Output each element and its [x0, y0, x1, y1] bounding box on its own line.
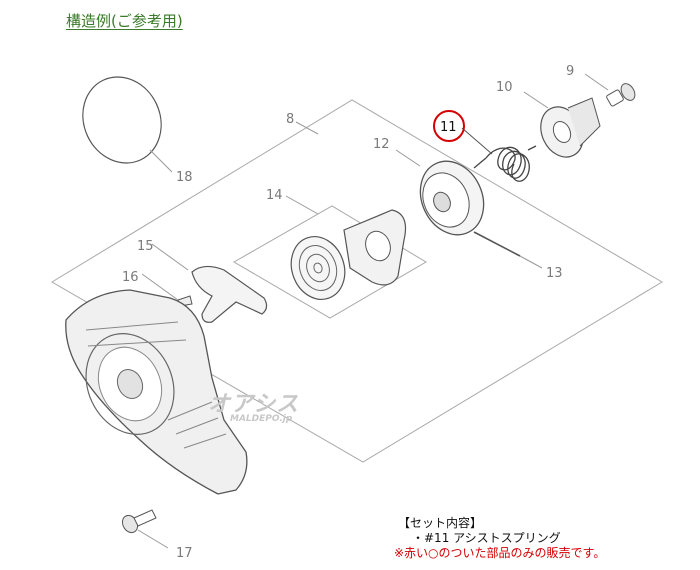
watermark-main: オアシス [208, 392, 300, 417]
set-contents-item: ・#11 アシストスプリング [412, 531, 561, 545]
part-13-rope [473, 231, 543, 269]
part-17-screw [121, 509, 169, 549]
part-11-assist-spring [461, 127, 537, 182]
watermark-sub: MALDEPO.jp [230, 414, 293, 424]
page-title: 構造例(ご参考用) [66, 12, 183, 30]
callout-15: 15 [137, 239, 154, 254]
callout-13: 13 [546, 266, 563, 281]
part-8-starter-cover [65, 121, 319, 495]
set-contents-heading: 【セット内容】 [398, 516, 483, 530]
set-contents-note: ※赤い○のついた部品のみの販売です。 [394, 546, 606, 560]
watermark: オアシス MALDEPO.jp [208, 386, 299, 424]
part-10-pulley-hub [523, 91, 601, 158]
part-12-reel [395, 149, 485, 236]
callout-18: 18 [176, 170, 193, 185]
part-15-starter-handle [151, 243, 268, 323]
callout-8: 8 [286, 112, 294, 127]
subpanel-outline [233, 205, 427, 319]
part-9-bolt [584, 73, 636, 107]
highlight-circle [433, 110, 465, 142]
callout-10: 10 [496, 80, 513, 95]
panel-outline [51, 99, 663, 463]
callout-17: 17 [176, 546, 193, 561]
part-18-disc [82, 76, 173, 173]
set-contents: 【セット内容】 ・#11 アシストスプリング ※赤い○のついた部品のみの販売です… [394, 516, 605, 561]
callout-14: 14 [266, 188, 283, 203]
part-14-spring-assembly [285, 195, 407, 300]
callout-9: 9 [566, 64, 574, 79]
callout-12: 12 [373, 137, 390, 152]
callout-11: 11 [440, 120, 457, 135]
callout-16: 16 [122, 270, 139, 285]
